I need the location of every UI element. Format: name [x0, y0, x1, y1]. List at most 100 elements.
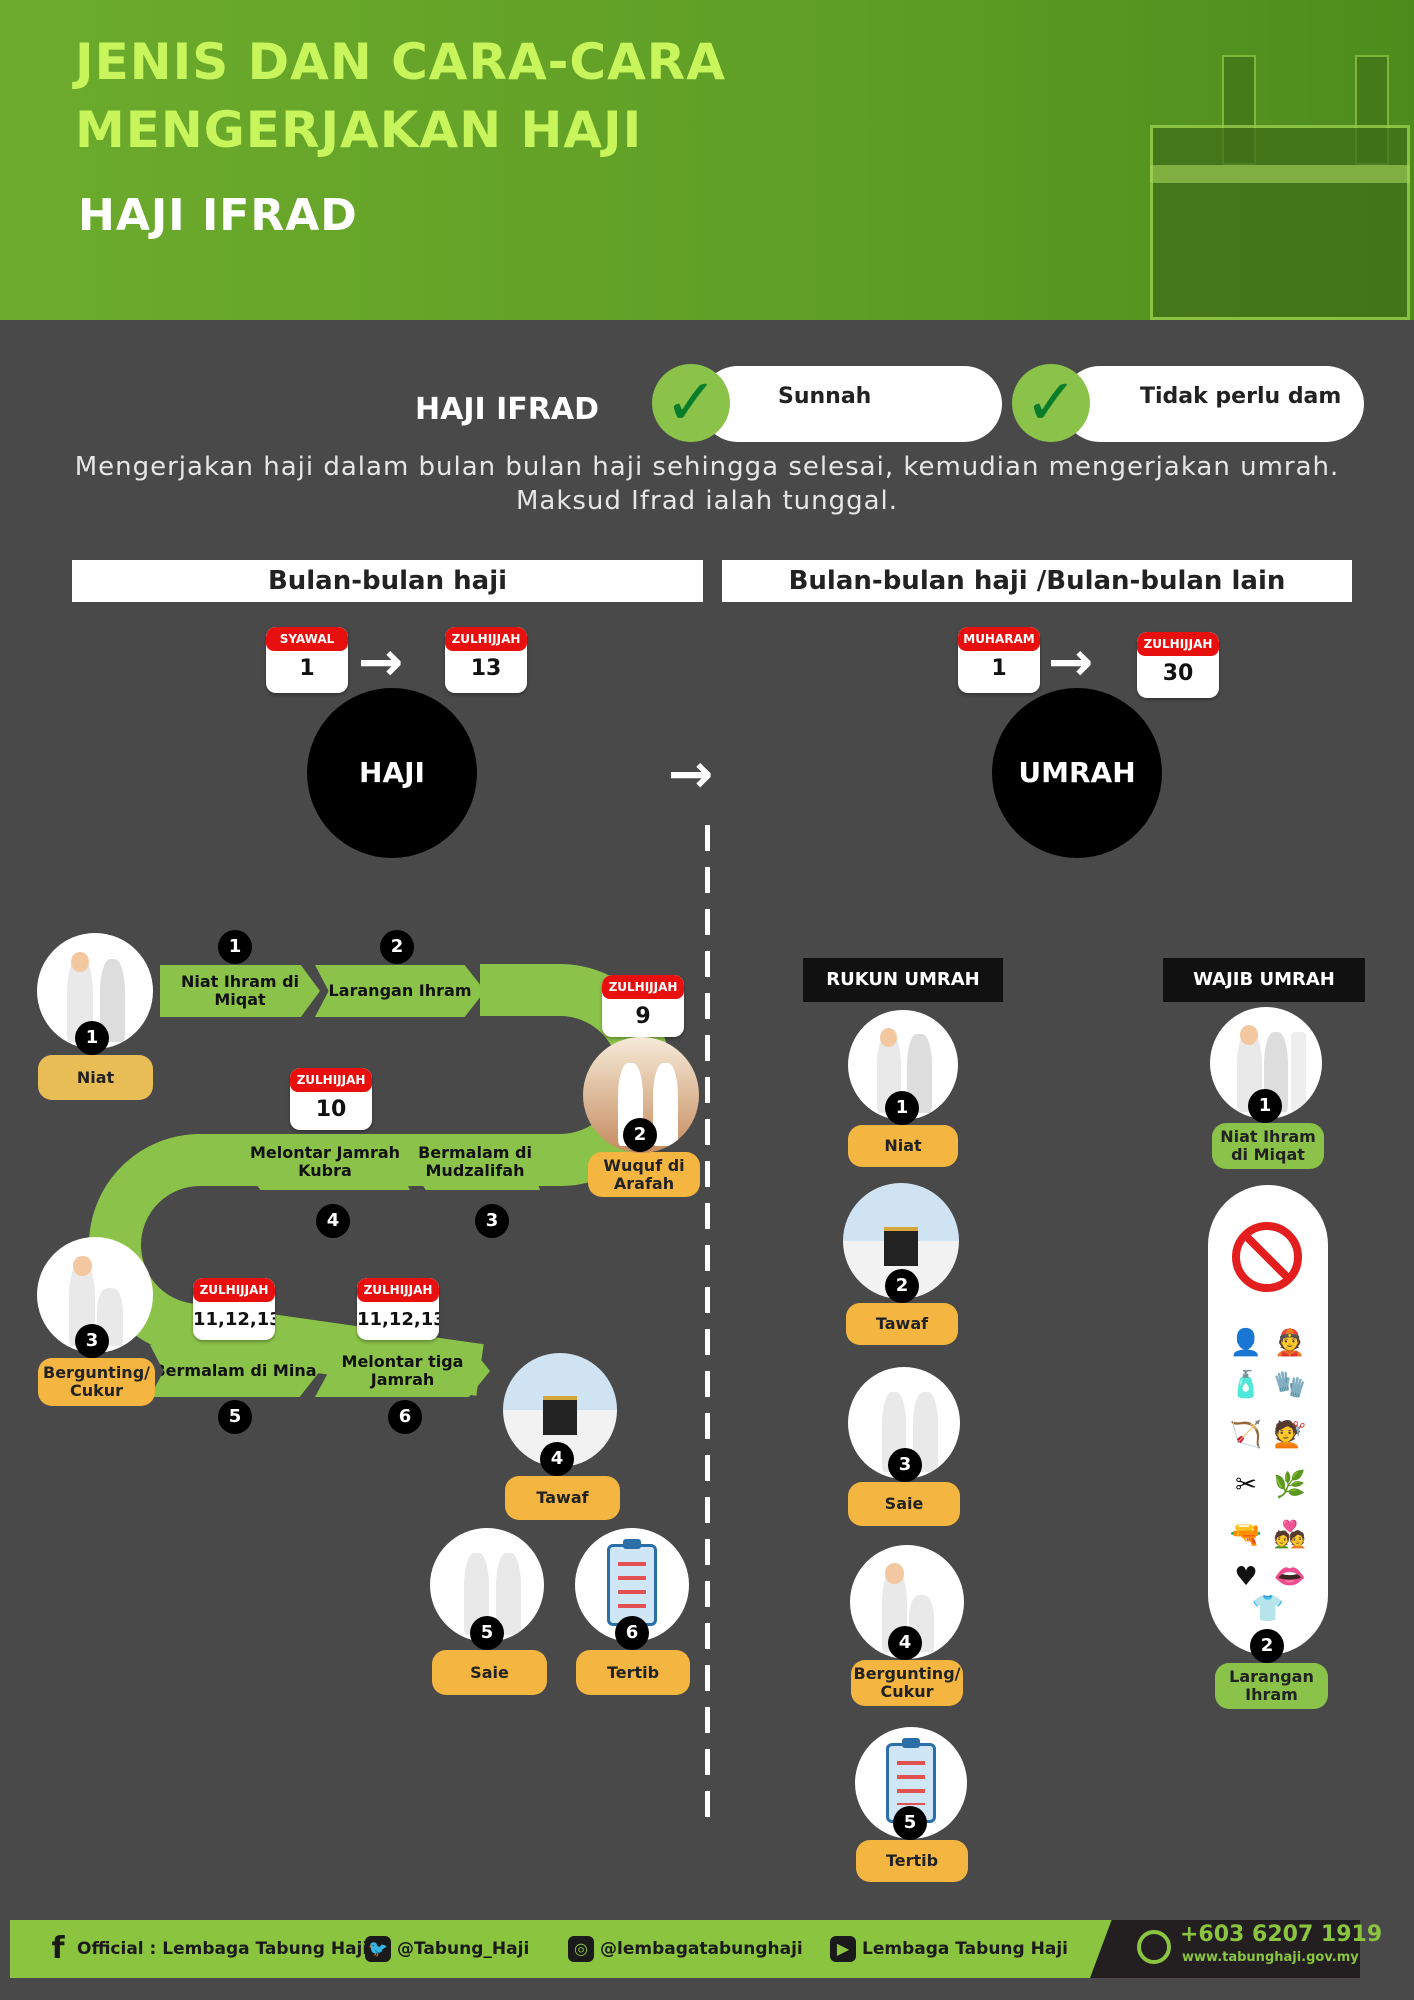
rukun-umrah-saie: Saie	[848, 1482, 960, 1526]
calendar-month: ZULHIJJAH	[602, 975, 684, 999]
calendar-zulhijjah-11-13: ZULHIJJAH 11,12,13	[357, 1278, 439, 1340]
step-number-badge: 3	[888, 1448, 922, 1482]
flow-path	[89, 964, 671, 1396]
hair-icon: 💇	[1273, 1420, 1307, 1450]
footer-twitter-link[interactable]: 🐦 @Tabung_Haji	[365, 1932, 529, 1966]
haji-circle: HAJI	[307, 688, 477, 858]
youtube-icon: ▶	[830, 1936, 856, 1962]
step-number-badge: 4	[540, 1442, 574, 1476]
calendar-day: 1	[299, 656, 315, 681]
footer-website-link[interactable]: www.tabunghaji.gov.my	[1182, 1950, 1359, 1965]
perfume-icon: 🧴	[1229, 1370, 1263, 1400]
wajib-umrah-larangan-ihram: Larangan Ihram	[1215, 1663, 1328, 1709]
kaaba-band	[1150, 165, 1410, 183]
instagram-icon: ◎	[568, 1936, 594, 1962]
lips-icon: 👄	[1273, 1562, 1307, 1592]
step-number-badge: 5	[893, 1806, 927, 1840]
weapon-icon: 🔫	[1229, 1520, 1263, 1550]
wajib-haji-step-4: Melontar Jamrah Kubra	[240, 1134, 410, 1190]
heart-icon: ♥	[1234, 1562, 1258, 1592]
kaaba-graphic	[1150, 125, 1410, 320]
wajib-haji-step-1: Niat Ihram di Miqat	[160, 965, 320, 1017]
wajib-haji-step-6: Melontar tiga Jamrah	[315, 1345, 490, 1397]
description-line1: Mengerjakan haji dalam bulan bulan haji …	[74, 452, 1340, 482]
calendar-day: 30	[1162, 661, 1194, 686]
rukun-umrah-title: RUKUN UMRAH	[803, 958, 1003, 1002]
rukun-haji-niat: Niat	[38, 1055, 153, 1100]
calendar-day: 13	[470, 656, 502, 681]
wajib-umrah-title: WAJIB UMRAH	[1163, 958, 1365, 1002]
calendar-month: ZULHIJJAH	[193, 1278, 275, 1302]
marriage-icon: 💑	[1273, 1520, 1307, 1550]
step-number-badge: 1	[885, 1091, 919, 1125]
calendar-month: ZULHIJJAH	[1137, 632, 1219, 656]
calendar-day: 10	[315, 1097, 347, 1122]
step-number-badge: 2	[623, 1118, 657, 1152]
calendar-umrah-end: ZULHIJJAH 30	[1137, 632, 1219, 698]
check-icon: ✓	[652, 364, 730, 442]
arrow-right-icon: →	[668, 742, 714, 805]
rukun-haji-tawaf: Tawaf	[505, 1476, 620, 1520]
step-number-badge: 2	[380, 930, 414, 964]
umrah-circle: UMRAH	[992, 688, 1162, 858]
footer-youtube-link[interactable]: ▶ Lembaga Tabung Haji	[830, 1932, 1068, 1966]
rukun-haji-saie: Saie	[432, 1650, 547, 1695]
niqab-icon: 👤	[1229, 1328, 1263, 1358]
gloves-icon: 🧤	[1273, 1370, 1307, 1400]
column-header-left: Bulan-bulan haji	[72, 560, 703, 602]
wajib-haji-step-2: Larangan Ihram	[315, 965, 485, 1017]
footer-instagram-link[interactable]: ◎@lembagatabunghaji	[568, 1932, 803, 1966]
prohibited-icon	[1232, 1222, 1302, 1292]
rukun-umrah-bergunting: Bergunting/ Cukur	[851, 1660, 963, 1706]
page-title-line1: JENIS DAN CARA-CARA	[75, 33, 727, 91]
calendar-day: 11,12,13	[357, 1309, 439, 1330]
arrow-right-icon: →	[358, 630, 404, 693]
hunting-icon: 🏹	[1229, 1420, 1263, 1450]
rukun-haji-tertib: Tertib	[576, 1650, 690, 1695]
wajib-haji-step-3: Bermalam di Mudzalifah	[410, 1134, 540, 1190]
step-number-badge: 5	[470, 1616, 504, 1650]
rukun-haji-wuquf: Wuquf di Arafah	[588, 1152, 700, 1197]
facebook-icon: f	[51, 1931, 65, 1966]
wajib-haji-step-5: Bermalam di Mina	[150, 1345, 320, 1397]
calendar-month: ZULHIJJAH	[357, 1278, 439, 1302]
calendar-day: 9	[635, 1004, 651, 1029]
step-number-badge: 3	[75, 1324, 109, 1358]
page-title-line2: MENGERJAKAN HAJI	[75, 101, 643, 159]
footer-twitter-label: @Tabung_Haji	[397, 1939, 530, 1959]
badge-tidak-perlu-dam: Tidak perlu dam	[1062, 366, 1364, 442]
rukun-umrah-niat: Niat	[848, 1125, 958, 1167]
step-number-badge: 5	[218, 1400, 252, 1434]
calendar-month: ZULHIJJAH	[445, 627, 527, 651]
calendar-month: SYAWAL	[266, 627, 348, 651]
step-number-badge: 4	[316, 1204, 350, 1238]
step-number-badge: 2	[1250, 1629, 1284, 1663]
badge-label: Sunnah	[778, 384, 872, 409]
cap-icon: 👲	[1273, 1328, 1307, 1358]
step-number-badge: 6	[388, 1400, 422, 1434]
footer-facebook-link[interactable]: f Official : Lembaga Tabung Haji	[45, 1932, 368, 1966]
calendar-haji-start: SYAWAL 1	[266, 627, 348, 693]
footer-contact-panel	[1090, 1920, 1360, 1978]
step-number-badge: 6	[615, 1616, 649, 1650]
step-number-badge: 2	[885, 1269, 919, 1303]
footer-phone: +603 6207 1919	[1180, 1922, 1383, 1947]
check-icon: ✓	[1012, 364, 1090, 442]
summary-heading: HAJI IFRAD	[415, 392, 599, 427]
badge-label: Tidak perlu dam	[1140, 384, 1342, 409]
column-header-right: Bulan-bulan haji /Bulan-bulan lain	[722, 560, 1352, 602]
footer-youtube-label: Lembaga Tabung Haji	[862, 1939, 1068, 1959]
description-line2: Maksud Ifrad ialah tunggal.	[515, 486, 899, 516]
page-subtitle: HAJI IFRAD	[78, 190, 358, 241]
badge-sunnah: Sunnah	[700, 366, 1002, 442]
rukun-umrah-tertib: Tertib	[856, 1840, 968, 1882]
calendar-haji-end: ZULHIJJAH 13	[445, 627, 527, 693]
cut-nails-icon: ✂	[1235, 1470, 1257, 1500]
divider-dashed-line	[705, 825, 710, 1820]
footer-facebook-label: Official : Lembaga Tabung Haji	[77, 1939, 369, 1959]
twitter-icon: 🐦	[365, 1936, 391, 1962]
shirt-icon: 👕	[1251, 1594, 1285, 1624]
calendar-zulhijjah-9: ZULHIJJAH 9	[602, 975, 684, 1037]
